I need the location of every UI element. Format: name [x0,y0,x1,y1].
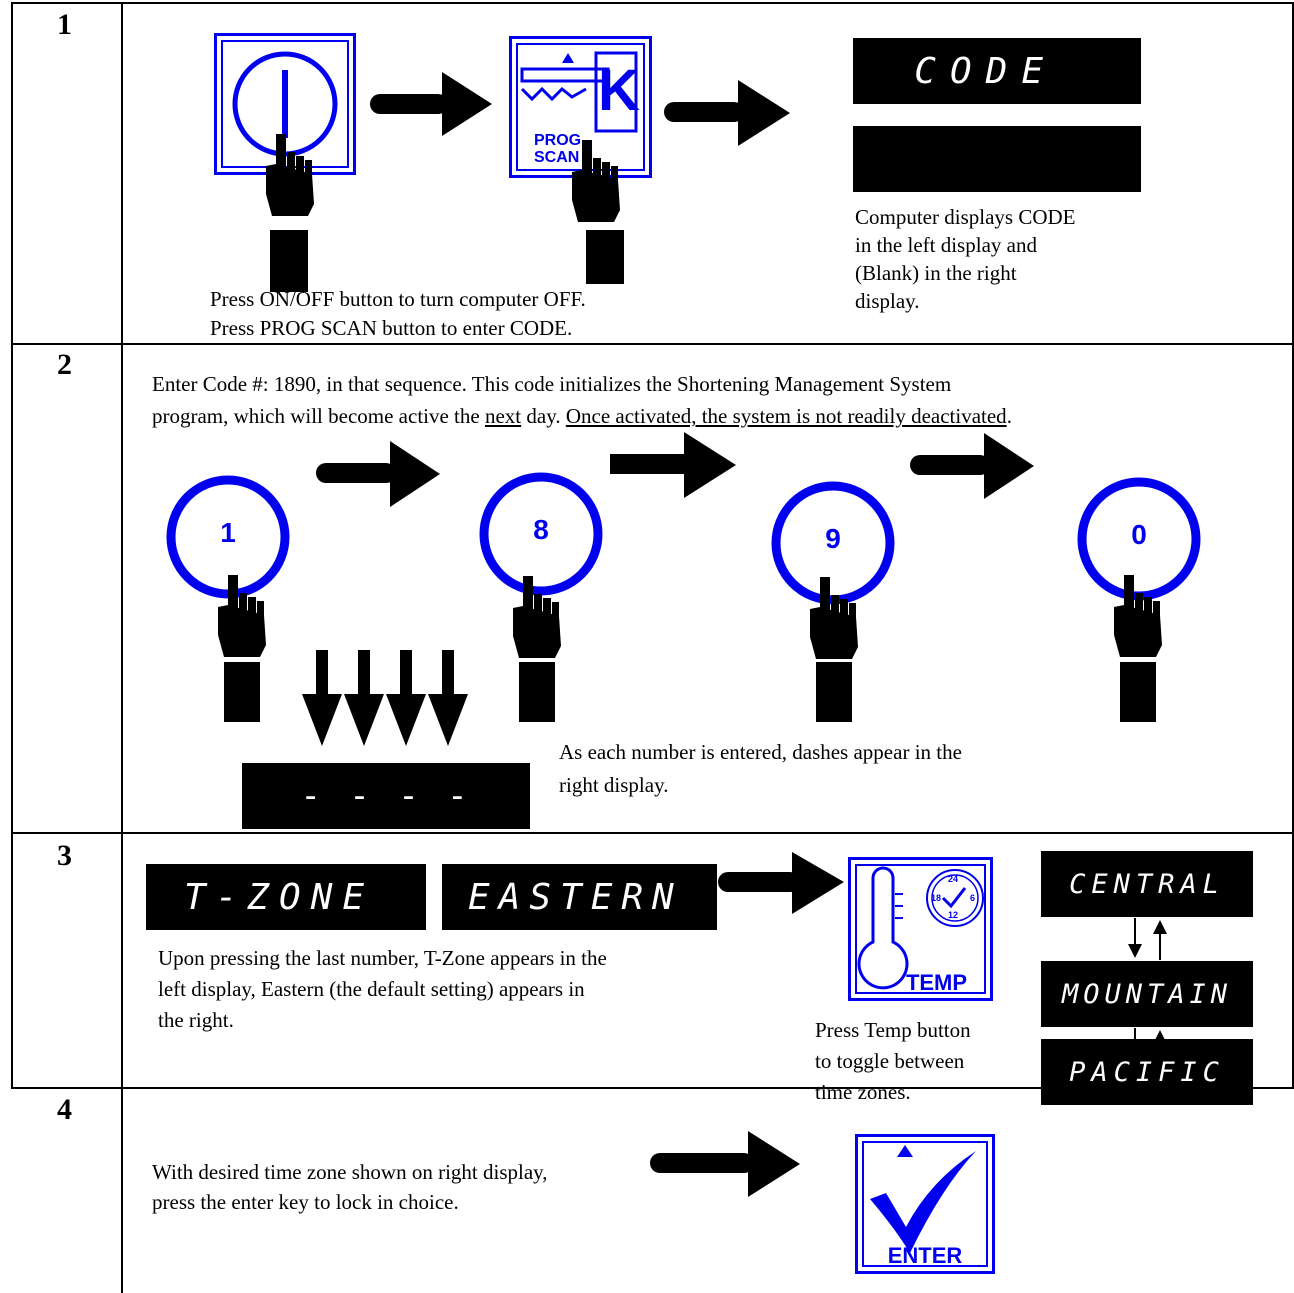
table-border-left [11,2,13,1088]
step-number-4: 4 [57,1093,72,1126]
pointing-hand-icon [1114,575,1162,657]
enter-button-icon[interactable]: ENTER [855,1134,995,1274]
digit-label: 0 [1131,519,1147,550]
right-arrow-icon [610,432,736,498]
clock-number: 6 [970,893,976,903]
step2-instruction: Enter Code #: 1890, in that sequence. Th… [152,372,1012,428]
right-arrow-icon [316,441,440,507]
left-display-code: CODE [853,38,1141,104]
pointing-hand-icon [810,577,858,659]
pointing-hand-icon [266,134,314,216]
right-arrow-icon [664,80,790,146]
step-number-3: 3 [57,839,72,872]
pacific-display: PACIFIC [1041,1039,1253,1105]
dash-display: - - - - [242,763,530,829]
digit-label: 9 [825,523,841,554]
down-arrows-icon [302,650,468,746]
t-zone-display: T-ZONE [146,864,426,930]
pointing-hand-icon [513,576,561,658]
right-arrow-icon [718,852,844,914]
sleeve-block [519,662,555,722]
column-divider [121,2,123,1293]
row-divider-1 [11,343,1294,345]
table-border-top [11,2,1294,4]
right-arrow-icon [910,433,1034,499]
central-display: CENTRAL [1041,851,1253,917]
upon-pressing-note: Upon pressing the last number, T-Zone ap… [158,946,607,1032]
dash-note: As each number is entered, dashes appear… [559,740,962,797]
right-arrow-icon [650,1131,800,1197]
pointing-hand-icon [218,575,266,657]
key-letter: K [598,58,640,123]
clock-number: 18 [931,893,942,903]
enter-label: ENTER [887,1243,963,1268]
right-display-blank [853,126,1141,192]
clock-number: 24 [948,874,959,884]
clock-number: 12 [948,910,959,920]
digit-label: 8 [533,514,549,545]
mountain-display: MOUNTAIN [1041,961,1253,1027]
digit-label: 1 [220,517,236,548]
row-divider-3 [11,1087,1294,1089]
row-divider-2 [11,832,1294,834]
temp-toggle-note: Press Temp button to toggle between time… [815,1018,971,1104]
temp-button-icon[interactable]: 24 18 6 12 TEMP [848,857,993,1001]
right-arrow-icon [370,72,492,136]
step1-caption: Press ON/OFF button to turn computer OFF… [210,287,586,340]
sleeve-block [1120,662,1156,722]
step4-note: With desired time zone shown on right di… [152,1160,548,1214]
computer-displays-note: Computer displays CODE in the left displ… [855,205,1076,313]
step-number-2: 2 [57,348,72,381]
table-border-right [1292,2,1294,1088]
digit-button-8[interactable]: 8 [477,470,605,598]
sleeve-block [816,662,852,722]
sleeve-block [224,662,260,722]
temp-label: TEMP [905,970,968,995]
eastern-display: EASTERN [442,864,717,930]
sleeve-block [586,230,624,284]
step-number-1: 1 [57,8,72,41]
toggle-arrows-icon [1128,918,1167,960]
pointing-hand-icon [572,140,620,222]
sleeve-block [270,230,308,292]
